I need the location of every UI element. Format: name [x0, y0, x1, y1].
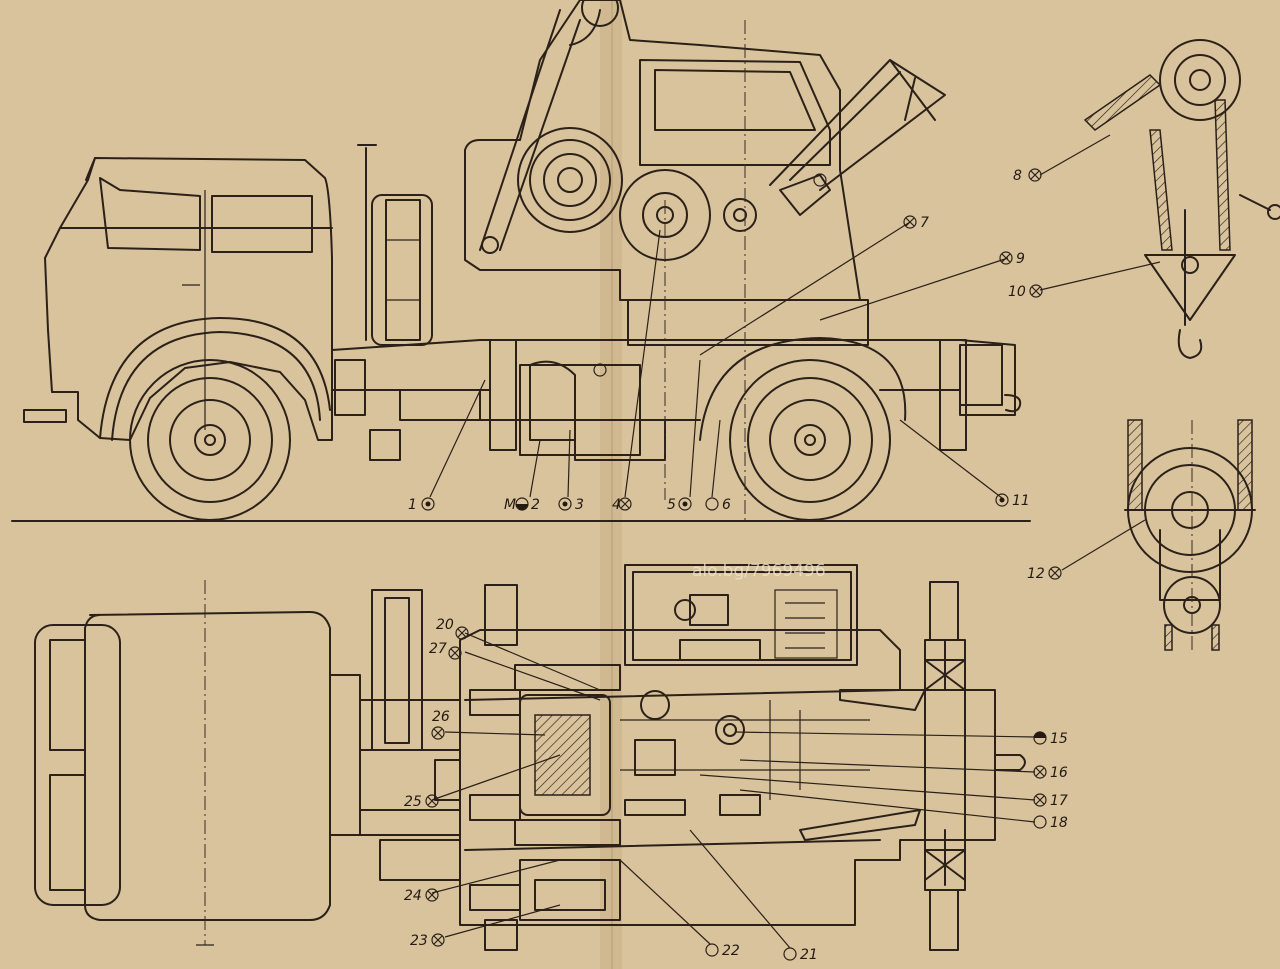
callout-label: 23 — [410, 933, 428, 949]
callout-label: 9 — [1016, 251, 1025, 267]
exhaust-and-spare — [357, 144, 433, 346]
callout-label: 25 — [404, 794, 422, 810]
outriggers — [484, 581, 1026, 951]
cab-plan — [34, 580, 361, 946]
callout-label: 6 — [722, 497, 731, 513]
chassis-frame — [331, 339, 1022, 461]
callout-label: 11 — [1012, 493, 1030, 509]
callout-26: 26 — [431, 709, 450, 740]
callout-15: 15 — [1033, 731, 1068, 747]
callout-24: 24 — [404, 888, 439, 904]
callout-label: 3 — [575, 497, 584, 513]
callout-label: 1 — [408, 497, 417, 513]
callout-27: 27 — [429, 641, 462, 660]
callout-6: 6 — [705, 497, 731, 513]
rear-wheel — [699, 337, 907, 521]
callout-label: 27 — [429, 641, 447, 657]
truck-side-view — [11, 0, 1031, 522]
truck-plan-view — [34, 564, 1026, 951]
callout-22: 22 — [705, 943, 740, 959]
callout-16: 16 — [1033, 765, 1068, 781]
callout-3: 3 — [558, 497, 584, 513]
callout-25: 25 — [404, 794, 439, 810]
paper-fold — [600, 0, 622, 969]
callout-label: 18 — [1050, 815, 1068, 831]
hook-detail-side — [1083, 39, 1280, 359]
front-wheel — [99, 317, 331, 521]
callout-21: 21 — [783, 947, 818, 963]
callout-label: 26 — [432, 709, 450, 725]
callout-10: 10 — [1008, 284, 1043, 300]
callout-label: 24 — [404, 888, 422, 904]
callout-label: 22 — [722, 943, 740, 959]
callout-8: 8 — [1013, 168, 1042, 184]
callout-17: 17 — [1033, 793, 1068, 809]
callout-label: 8 — [1013, 168, 1022, 184]
callout-label: 10 — [1008, 284, 1026, 300]
callout-label: 5 — [667, 497, 676, 513]
callout-11: 11 — [995, 493, 1030, 509]
callout-9: 9 — [999, 251, 1025, 267]
control-cabinet — [624, 564, 858, 666]
callout-20: 20 — [436, 617, 469, 640]
callout-label: 16 — [1050, 765, 1068, 781]
callout-label: 20 — [436, 617, 454, 633]
chassis-plan — [359, 589, 996, 926]
cab-side — [23, 157, 333, 441]
leader-lines — [429, 134, 1161, 949]
callout-23: 23 — [410, 933, 445, 949]
callout-5: 5 — [667, 497, 692, 513]
callout-12: 12 — [1027, 566, 1062, 582]
crane-superstructure — [464, 0, 946, 346]
callout-18: 18 — [1033, 815, 1068, 831]
callout-label: 2 — [531, 497, 540, 513]
callout-2: M 2 — [504, 497, 540, 513]
callout-prefix: M — [504, 497, 516, 513]
callout-label: 17 — [1050, 793, 1068, 809]
callout-4: 4 — [612, 497, 632, 513]
callout-1: 1 — [408, 497, 435, 513]
callout-label: 21 — [800, 947, 818, 963]
winch-mechanism — [464, 664, 926, 921]
watermark: alo.bg/7969496 — [692, 561, 826, 581]
callout-label: 15 — [1050, 731, 1068, 747]
callout-label: 4 — [612, 497, 621, 513]
callout-label: 7 — [920, 215, 929, 231]
hook-detail-front — [1124, 419, 1256, 651]
callout-7: 7 — [903, 215, 929, 231]
callout-label: 12 — [1027, 566, 1045, 582]
